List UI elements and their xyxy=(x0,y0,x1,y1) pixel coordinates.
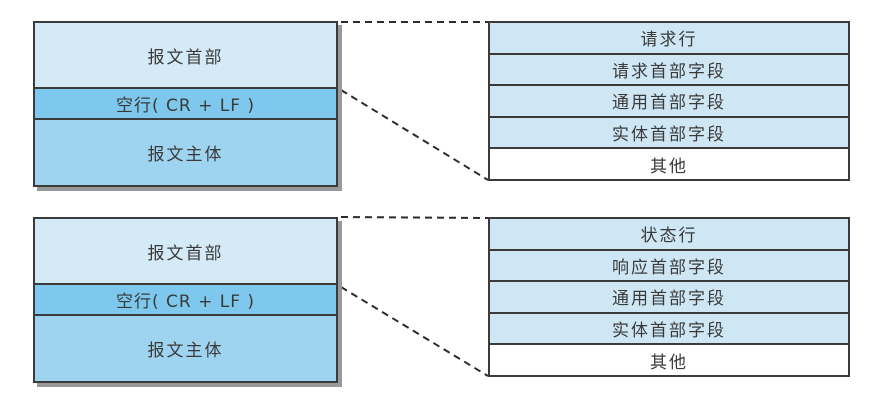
response-other-label: 其他 xyxy=(650,352,688,373)
request-blank-line-label: 空行( CR + LF ) xyxy=(115,96,256,116)
request-other-row: 其他 xyxy=(490,147,848,179)
request-entity-header-fields-label: 实体首部字段 xyxy=(612,125,726,146)
response-entity-header-fields-label: 实体首部字段 xyxy=(612,321,726,342)
response-header-fields-box: 状态行 响应首部字段 通用首部字段 实体首部字段 其他 xyxy=(488,217,850,377)
response-entity-header-fields-row: 实体首部字段 xyxy=(490,311,848,344)
response-general-header-fields-row: 通用首部字段 xyxy=(490,280,848,312)
request-other-label: 其他 xyxy=(650,156,688,177)
request-message-header-section: 报文首部 xyxy=(35,23,336,87)
response-message-body-section: 报文主体 xyxy=(35,316,336,381)
request-general-header-fields-row: 通用首部字段 xyxy=(490,84,848,116)
request-header-fields-label: 请求首部字段 xyxy=(612,61,726,82)
response-header-fields-row: 响应首部字段 xyxy=(490,248,848,281)
response-message-header-label: 报文首部 xyxy=(147,243,224,264)
status-line-label: 状态行 xyxy=(640,226,698,247)
status-line-row: 状态行 xyxy=(490,219,848,249)
request-message-body-label: 报文主体 xyxy=(147,145,224,165)
request-line-label: 请求行 xyxy=(640,30,698,51)
request-line-row: 请求行 xyxy=(490,23,848,53)
request-general-header-fields-label: 通用首部字段 xyxy=(612,93,726,114)
response-diagonal-connector-line xyxy=(340,286,489,377)
request-entity-header-fields-row: 实体首部字段 xyxy=(490,115,848,148)
response-general-header-fields-label: 通用首部字段 xyxy=(612,289,726,310)
response-top-connector-line xyxy=(340,216,489,219)
response-other-row: 其他 xyxy=(490,343,848,375)
response-blank-line-section: 空行( CR + LF ) xyxy=(35,283,336,316)
response-message-box: 报文首部 空行( CR + LF ) 报文主体 xyxy=(33,217,338,383)
request-header-fields-box: 请求行 请求首部字段 通用首部字段 实体首部字段 其他 xyxy=(488,21,850,181)
response-message-body-label: 报文主体 xyxy=(147,341,224,361)
request-diagonal-connector-line xyxy=(340,89,489,181)
response-blank-line-label: 空行( CR + LF ) xyxy=(115,292,256,312)
request-message-box: 报文首部 空行( CR + LF ) 报文主体 xyxy=(33,21,338,187)
response-header-fields-label: 响应首部字段 xyxy=(612,257,726,278)
request-blank-line-section: 空行( CR + LF ) xyxy=(35,87,336,120)
request-message-body-section: 报文主体 xyxy=(35,120,336,185)
request-message-header-label: 报文首部 xyxy=(147,47,224,68)
request-header-fields-row: 请求首部字段 xyxy=(490,52,848,85)
response-message-header-section: 报文首部 xyxy=(35,219,336,283)
